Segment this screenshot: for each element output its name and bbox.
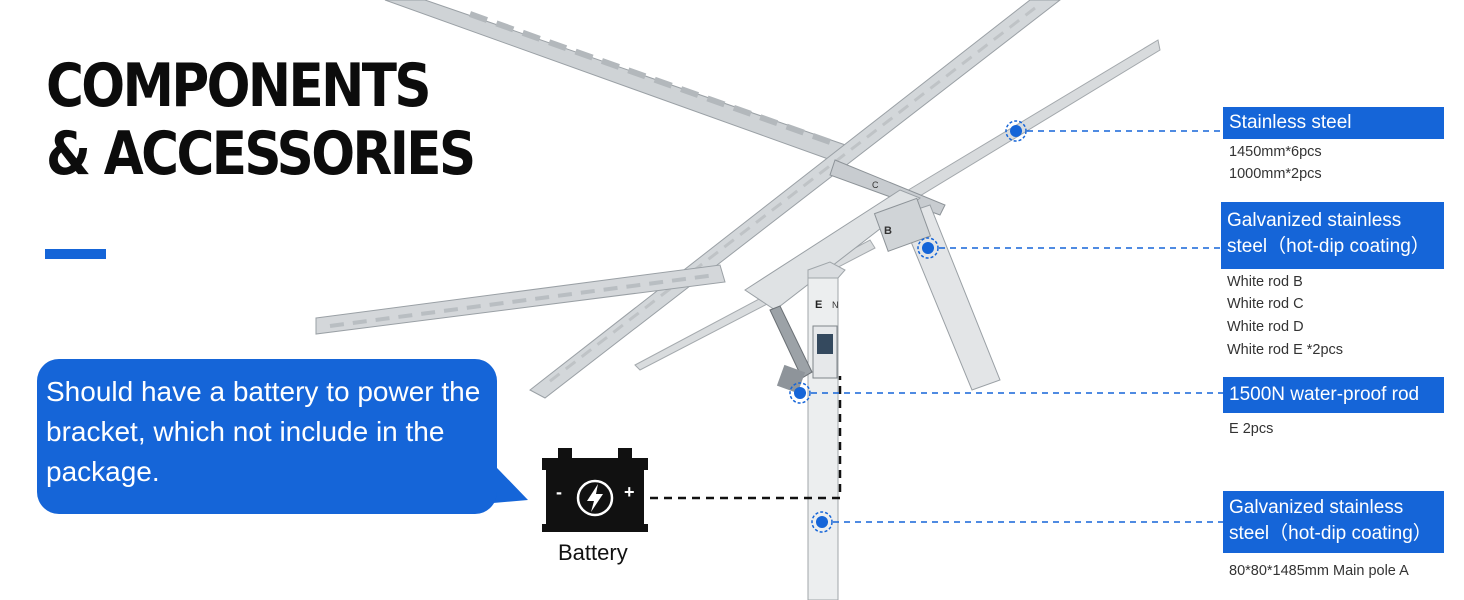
lower-rail <box>315 264 726 335</box>
battery-label: Battery <box>558 540 628 565</box>
controller-box <box>812 325 838 379</box>
battery-plus-sign: + <box>624 482 635 502</box>
battery-icon: - + <box>542 448 648 532</box>
callout-text: Should have a battery to power the brack… <box>46 376 481 487</box>
diagonal-rail <box>529 0 1061 399</box>
spec-detail: White rod C <box>1227 296 1304 312</box>
battery-callout <box>37 359 497 514</box>
marker-dot-4 <box>811 511 833 533</box>
rod-label-n: N <box>832 300 839 310</box>
rod-label-b: B <box>884 225 892 237</box>
battery-minus-sign: - <box>556 482 562 502</box>
spec-title-actuator: 1500N water-proof rod <box>1223 377 1444 413</box>
spec-detail: 1000mm*2pcs <box>1229 166 1322 182</box>
spec-detail: White rod E *2pcs <box>1227 342 1344 358</box>
main-pole <box>807 261 846 600</box>
hinge-plate <box>873 197 932 252</box>
spec-title-main-pole: Galvanized stainless steel（hot-dip coati… <box>1223 491 1444 553</box>
spec-detail: White rod D <box>1227 319 1304 335</box>
spec-detail: E 2pcs <box>1229 421 1274 437</box>
spec-title-galvanized-rods: Galvanized stainless steel（hot-dip coati… <box>1221 202 1444 269</box>
heading-line-2: & ACCESSORIES <box>46 119 476 189</box>
spec-detail: 1450mm*6pcs <box>1229 144 1322 160</box>
thin-rod-right <box>899 39 1161 206</box>
battery-wire <box>650 376 842 500</box>
marker-dot-3 <box>789 382 811 404</box>
spec-detail: White rod B <box>1227 274 1303 290</box>
linear-actuator <box>769 305 813 394</box>
heading-line-1: COMPONENTS <box>46 51 432 121</box>
spec-detail: 80*80*1485mm Main pole A <box>1229 563 1409 579</box>
page-heading: COMPONENTS & ACCESSORIES <box>46 51 476 189</box>
rod-label-c: C <box>872 180 879 190</box>
accent-bar <box>45 249 106 259</box>
spec-title-stainless-steel: Stainless steel <box>1223 107 1444 139</box>
marker-dot-1 <box>1005 120 1027 142</box>
rod-label-e: E <box>815 299 822 311</box>
marker-dot-2 <box>917 237 939 259</box>
